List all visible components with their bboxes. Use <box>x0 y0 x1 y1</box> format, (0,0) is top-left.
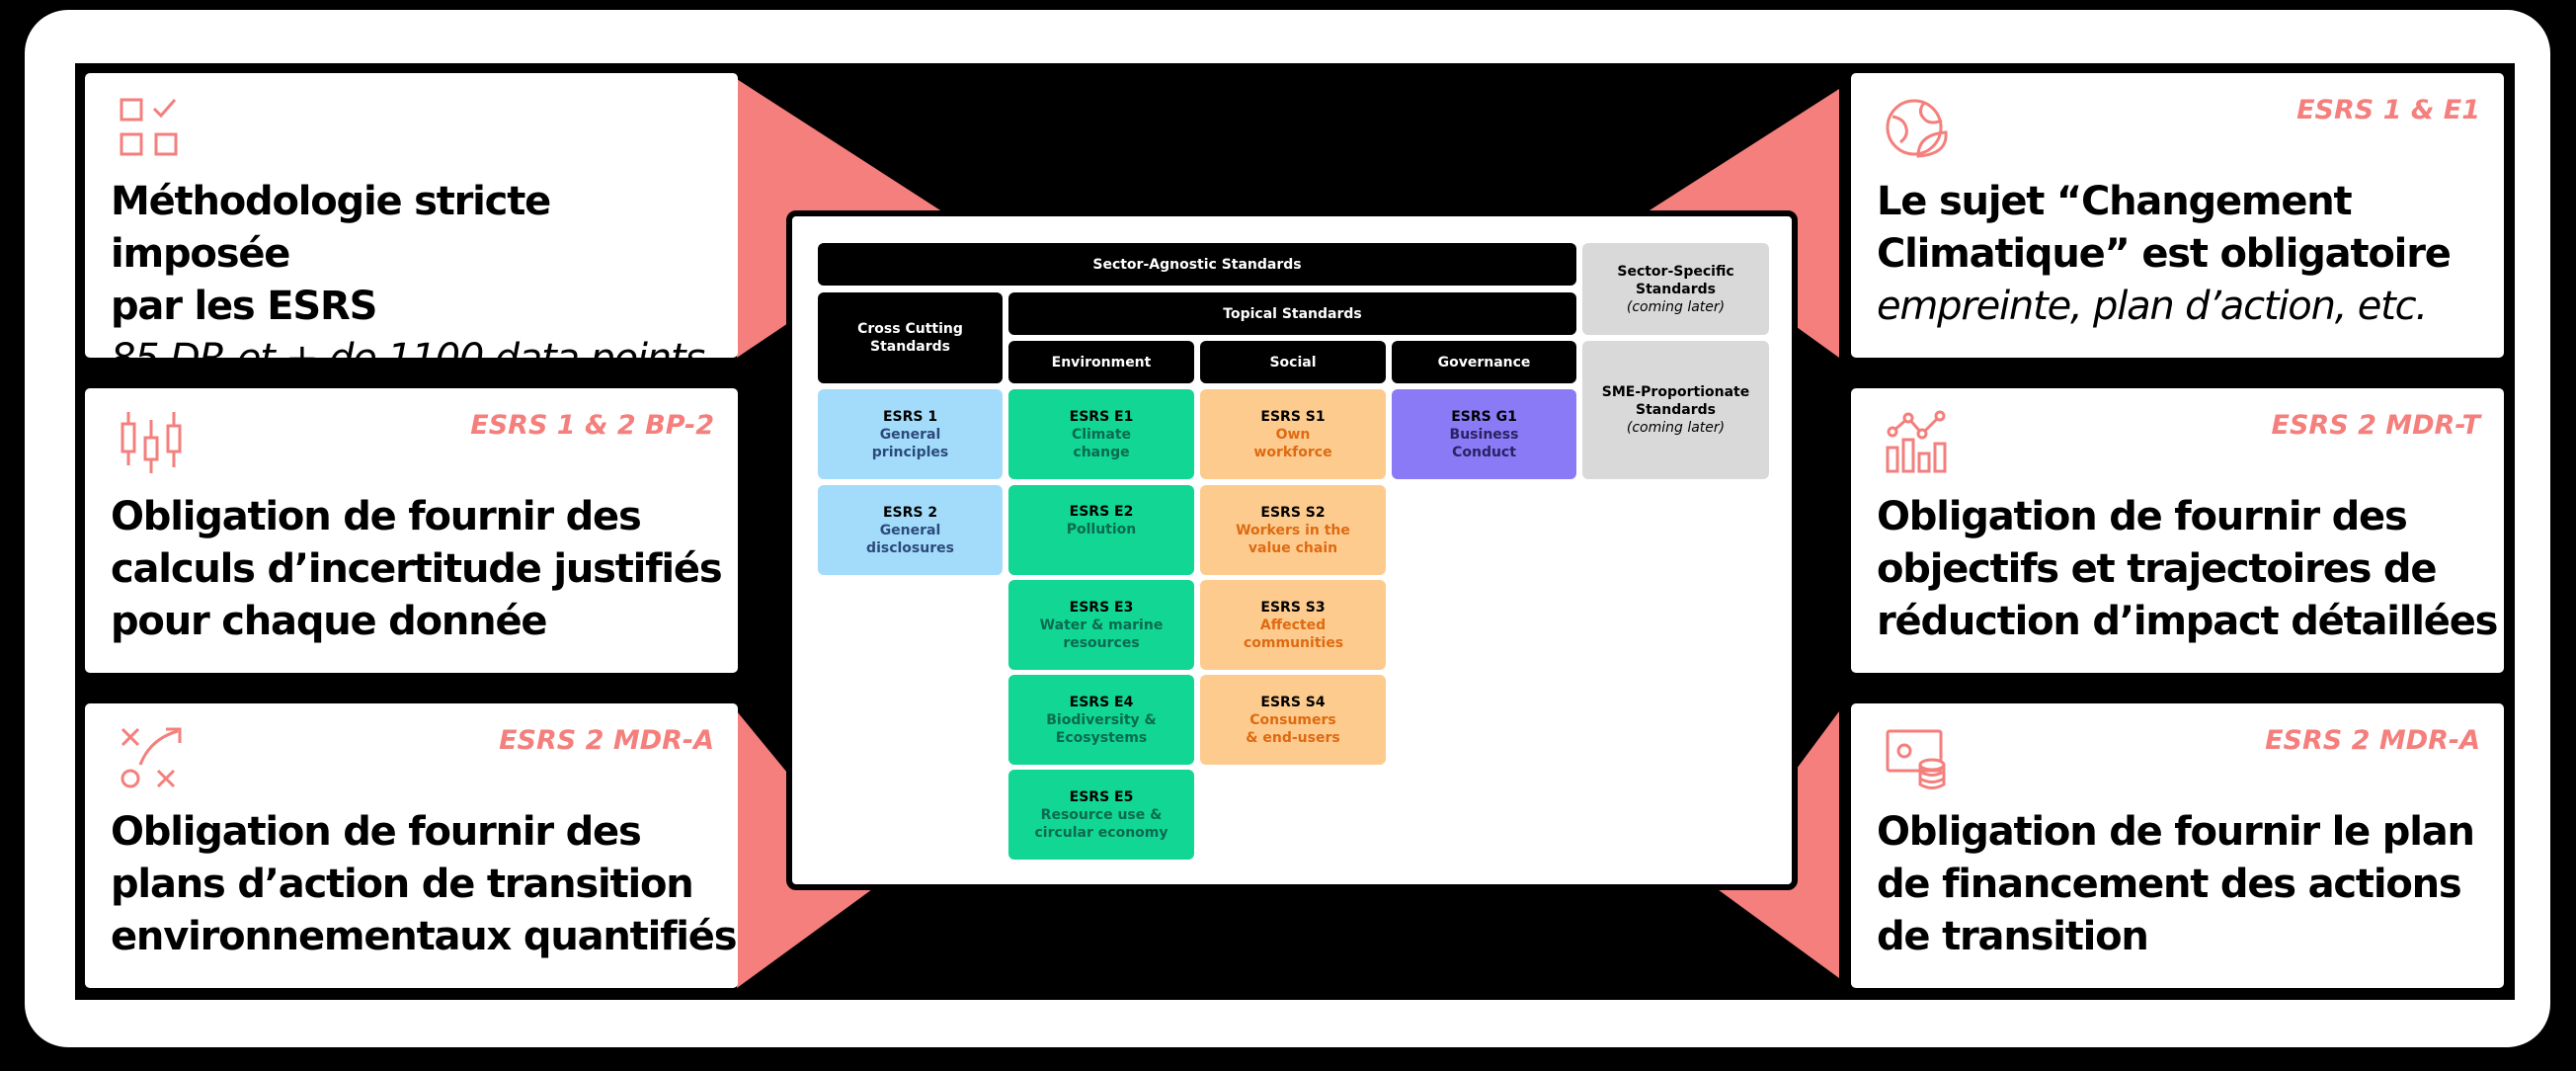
card-line3: réduction d’impact détaillées <box>1877 599 2498 644</box>
card-targets: ESRS 2 MDR-T Obligation de fournir des o… <box>1851 388 2504 673</box>
environment-header: Environment <box>1008 341 1194 383</box>
card-financing: ESRS 2 MDR-A Obligation de fournir le pl… <box>1851 703 2504 988</box>
checklist-icon <box>120 98 178 156</box>
card-climate-topic: ESRS 1 & E1 Le sujet “Changement Climati… <box>1851 73 2504 358</box>
sector-agnostic-header: Sector-Agnostic Standards <box>818 243 1576 286</box>
card-line2: Climatique” est obligatoire <box>1877 231 2452 277</box>
sme-box: SME-Proportionate Standards (coming late… <box>1582 341 1769 479</box>
card-line1: Obligation de fournir des <box>111 809 642 855</box>
card-tag: ESRS 1 & 2 BP-2 <box>470 410 714 441</box>
sector-specific-box: Sector-Specific Standards (coming later) <box>1582 243 1769 335</box>
card-tag: ESRS 2 MDR-A <box>2265 725 2480 756</box>
card-line2: objectifs et trajectoires de <box>1877 546 2437 592</box>
card-line1: Le sujet “Changement <box>1877 179 2353 224</box>
strategy-icon <box>121 727 182 788</box>
card-line1: Obligation de fournir des <box>1877 494 2408 539</box>
card-line3: environnementaux quantifiés <box>111 914 738 959</box>
card-subtitle: 85 DR et + de 1100 data points <box>111 336 705 381</box>
card-line1: Obligation de fournir le plan <box>1877 809 2475 855</box>
finance-plan-icon <box>1886 729 1946 789</box>
card-tag: ESRS 1 & E1 <box>2296 95 2480 125</box>
card-title-line1: Méthodologie stricte imposée <box>111 179 551 277</box>
card-title-line2: par les ESRS <box>111 284 377 329</box>
card-methodology: Méthodologie stricte imposée par les ESR… <box>85 73 738 381</box>
card-uncertainty: ESRS 1 & 2 BP-2 Obligation de fournir de… <box>85 388 738 673</box>
globe-leaf-icon <box>1886 99 1948 158</box>
card-line2: calculs d’incertitude justifiés <box>111 546 723 592</box>
card-line1: Obligation de fournir des <box>111 494 642 539</box>
cross-cutting-header: Cross Cutting Standards <box>818 292 1003 383</box>
card-line3: de transition <box>1877 914 2149 959</box>
card-tag: ESRS 2 MDR-T <box>2271 410 2480 441</box>
card-line2: plans d’action de transition <box>111 862 694 907</box>
topical-header: Topical Standards <box>1008 292 1576 335</box>
social-header: Social <box>1200 341 1386 383</box>
candlestick-icon <box>121 412 182 473</box>
card-line3: pour chaque donnée <box>111 599 548 644</box>
card-tag: ESRS 2 MDR-A <box>499 725 714 756</box>
trend-chart-icon <box>1886 410 1947 473</box>
card-line2: de financement des actions <box>1877 862 2462 907</box>
card-subtitle: empreinte, plan d’action, etc. <box>1877 284 2428 329</box>
card-action-plans: ESRS 2 MDR-A Obligation de fournir des p… <box>85 703 738 988</box>
governance-header: Governance <box>1392 341 1576 383</box>
esrs-diagram: Sector-Agnostic Standards Sector-Specifi… <box>786 210 1798 890</box>
